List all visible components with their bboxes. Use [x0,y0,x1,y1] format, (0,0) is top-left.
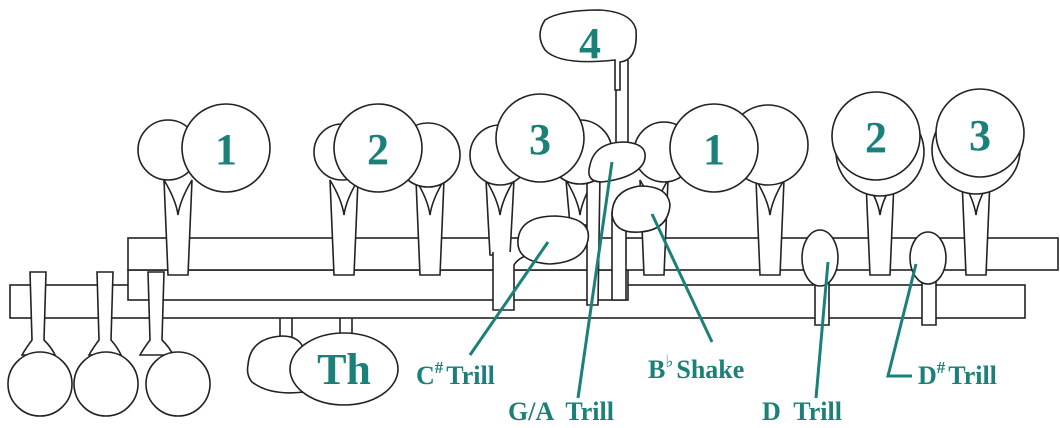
foot-key-3 [145,351,211,417]
stem-right-1b [755,179,785,276]
thumb-keys [246,318,399,406]
label-cs-text: Trill [446,361,495,390]
leader-bflat-shake [650,213,714,343]
left-hand-keys [137,93,613,193]
key-cup-right-3 [935,88,1025,178]
key-cup-left-2 [333,103,423,193]
right-hand-keys [633,88,1025,197]
label-bflat-shake: B♭Shake [648,352,744,384]
foot-keys [7,271,211,417]
thumb-key-stems [279,318,353,345]
bflat-shake-arm [611,212,627,301]
key-bflat-shake [611,185,671,233]
label-cs-trill: C#Trill [416,358,495,390]
label-cs-note: C [416,361,435,390]
label-ds-note: D [918,361,937,390]
label-bflat-accidental: ♭ [665,352,673,371]
finger-thumb: Th [317,345,371,394]
label-ds-accidental: # [937,358,946,377]
stem-left-2a [329,179,359,276]
key-d-trill [801,229,839,287]
foot-key-1 [7,351,73,417]
label-d-trill: D Trill [762,397,842,426]
label-bflat-note: B [648,355,665,384]
stem-left-3a [485,179,515,256]
ds-trill-arm [921,280,937,326]
finger-pinky-4: 4 [579,19,601,68]
finger-left-3: 3 [529,115,551,164]
key-pinky-4 [539,9,637,91]
leader-d-trill [814,261,830,399]
finger-numbers: 1 2 3 4 1 2 3 Th [215,19,991,394]
label-cs-accidental: # [435,358,444,377]
finger-left-1: 1 [215,125,237,174]
key-cup-left-1 [181,103,271,193]
key-ga-trill [588,141,646,183]
key-ds-trill [909,231,947,285]
rod-middle [127,269,629,301]
leader-cs-trill [468,241,550,356]
label-ga-trill: G/A Trill [508,397,614,426]
label-ds-text: Trill [948,361,997,390]
leader-ds-trill [886,263,918,378]
thumb-key [289,332,399,406]
label-bflat-text: Shake [676,355,744,384]
label-leaders [468,161,918,399]
trill-key-pads [517,141,947,287]
key-cup-right-1 [669,103,759,193]
key-cup-left-3 [495,93,585,183]
finger-right-3: 3 [969,111,991,160]
finger-left-2: 2 [367,125,389,174]
label-ds-trill: D#Trill [918,358,997,390]
stem-left-2b [415,179,445,276]
key-labels: C#Trill G/A Trill B♭Shake D Trill D#Tril… [416,352,997,426]
key-cs-trill [517,215,590,265]
stem-left-1 [163,179,193,276]
leader-ga-trill [576,161,614,399]
finger-right-2: 2 [865,113,887,162]
key-cup-right-2 [831,91,921,181]
finger-right-1: 1 [703,125,725,174]
foot-key-2 [73,351,139,417]
